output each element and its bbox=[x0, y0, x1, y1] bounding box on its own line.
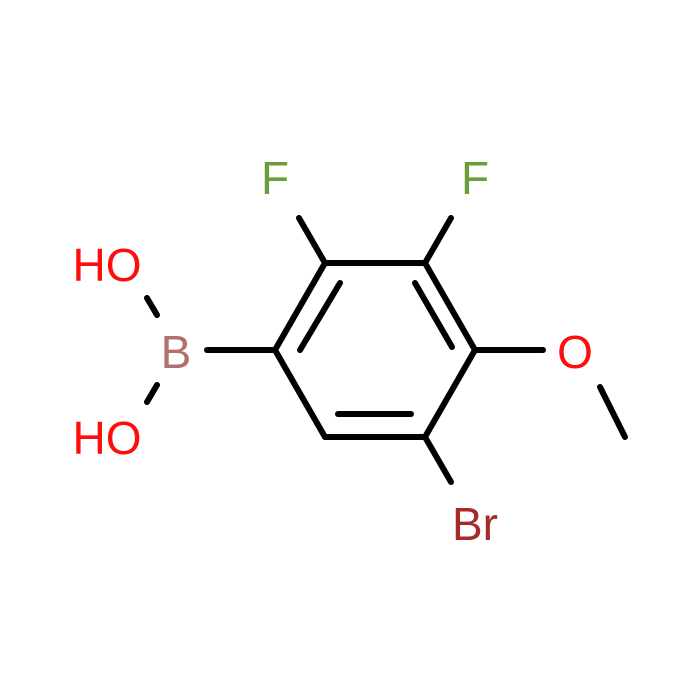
hydroxyl-group-top: HO bbox=[73, 239, 142, 291]
methoxy-oxygen-atom: O bbox=[557, 326, 593, 378]
bond-c3-f-right bbox=[422, 215, 454, 266]
bond-c2-f-left bbox=[296, 215, 328, 266]
bond-boron-oh-top bbox=[144, 295, 160, 318]
fluorine-atom-left: F bbox=[261, 152, 289, 204]
bond-oxygen-methyl bbox=[597, 384, 628, 440]
ring-bond-c6-c1 bbox=[272, 347, 328, 440]
bond-c5-bromine bbox=[422, 434, 454, 485]
substituent-bonds bbox=[144, 215, 628, 485]
bond-boron-oh-bottom bbox=[144, 382, 160, 405]
bromine-atom: Br bbox=[452, 498, 498, 550]
atom-labels: F F HO B HO O Br bbox=[73, 152, 593, 550]
ring-bond-c1-c2 bbox=[272, 260, 328, 353]
ring-bond-c4-c5 bbox=[422, 347, 478, 440]
double-bond-inner-c1-c2 bbox=[297, 280, 343, 353]
double-bond-inner-c3-c4 bbox=[412, 280, 455, 350]
aromatic-double-bonds bbox=[297, 280, 455, 417]
benzene-ring bbox=[272, 260, 478, 440]
fluorine-atom-right: F bbox=[461, 152, 489, 204]
boron-atom: B bbox=[161, 326, 192, 378]
hydroxyl-group-bottom: HO bbox=[73, 412, 142, 464]
ring-bond-c3-c4 bbox=[422, 260, 478, 353]
